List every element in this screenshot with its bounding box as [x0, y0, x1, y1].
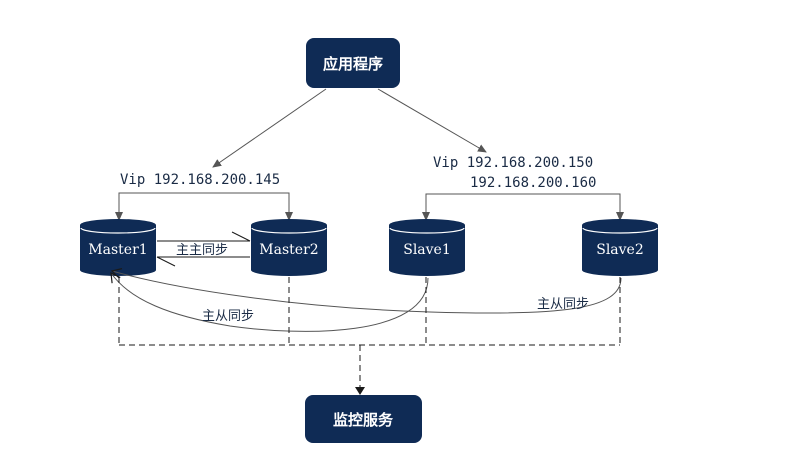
monitor-node: 监控服务	[305, 395, 422, 443]
slave1-to-master1-sync-curve	[110, 271, 429, 332]
db-slave1-label: Slave1	[403, 242, 451, 258]
db-slave2-label: Slave2	[596, 242, 644, 258]
left-vip-bracket	[118, 192, 290, 218]
app-box	[306, 38, 400, 88]
db-master2-label: Master2	[259, 242, 318, 258]
app-label: 应用程序	[323, 55, 383, 73]
app-to-right-vip-arrow	[377, 88, 487, 153]
right-vip-label-2: 192.168.200.160	[470, 175, 596, 191]
db-master1-label: Master1	[88, 242, 147, 258]
right-vip-label-1: Vip 192.168.200.150	[433, 155, 593, 171]
right-vip-bracket	[425, 193, 621, 218]
db-master1-cylinder	[80, 219, 156, 276]
app-to-left-vip-arrow	[212, 88, 327, 168]
monitor-box	[305, 395, 422, 443]
left-vip-label: Vip 192.168.200.145	[120, 172, 280, 188]
db-master1: Master1	[80, 219, 156, 276]
db-slave1-rim	[389, 227, 465, 234]
db-master2: Master2	[251, 219, 327, 276]
master-sync-arrow-left	[156, 256, 176, 267]
master-sync-arrow-right	[231, 231, 251, 242]
slave2-to-master1-sync-curve	[110, 268, 622, 314]
db-slave1-cylinder	[389, 219, 465, 276]
master-slave-sync-label-left: 主从同步	[202, 309, 254, 324]
app-node: 应用程序	[306, 38, 400, 88]
db-slave2-cylinder	[582, 219, 658, 276]
monitor-label: 监控服务	[333, 411, 394, 429]
db-slave2-rim	[582, 227, 658, 234]
monitor-arrow-head	[355, 387, 365, 395]
master-slave-sync-label-right: 主从同步	[537, 297, 589, 312]
db-master1-rim	[80, 227, 156, 234]
db-slave1: Slave1	[389, 219, 465, 276]
db-master2-cylinder	[251, 219, 327, 276]
db-master2-rim	[251, 227, 327, 234]
master-master-sync-label: 主主同步	[176, 243, 228, 258]
db-slave2: Slave2	[582, 219, 658, 276]
